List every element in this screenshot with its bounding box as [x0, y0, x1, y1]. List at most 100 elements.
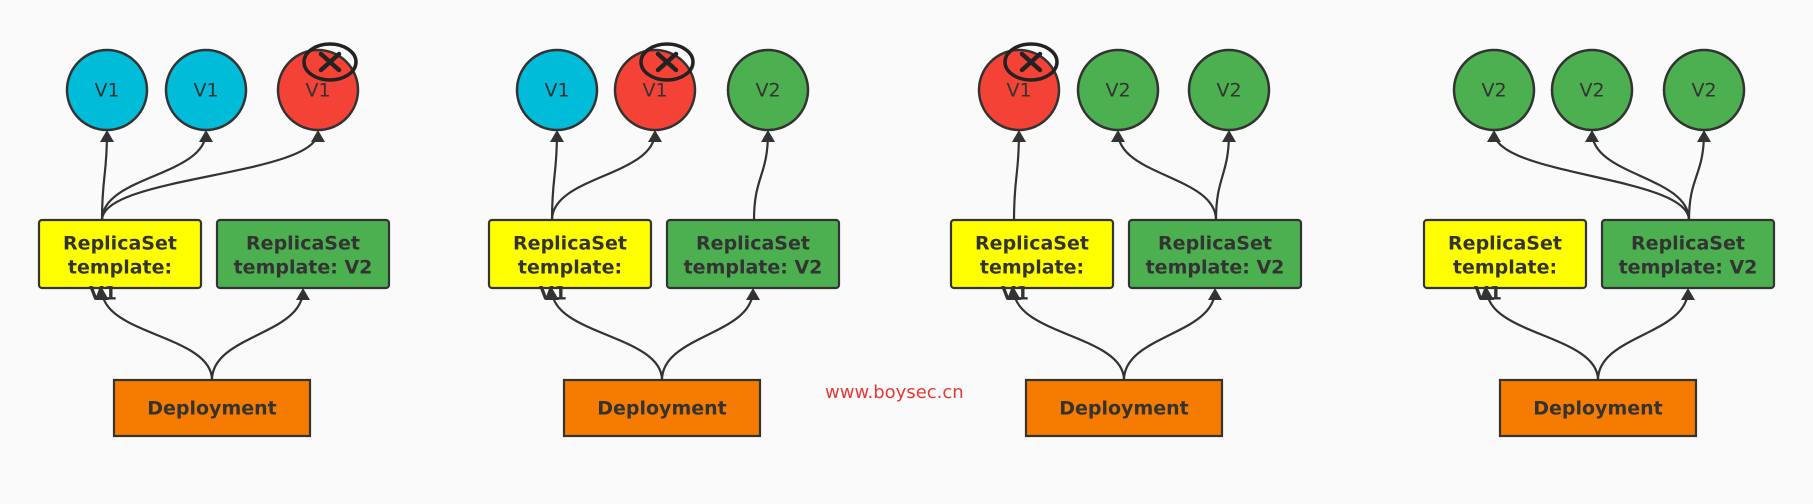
replicaset-title: ReplicaSet — [975, 233, 1089, 255]
pod-v2: V2 — [1452, 48, 1536, 132]
pod-label: V2 — [755, 80, 780, 102]
pod-v1-terminating: V1 — [613, 42, 697, 132]
replicaset-title: ReplicaSet — [1631, 233, 1745, 255]
edge-replicaset-to-pod — [549, 130, 564, 221]
edge-replicaset-to-pod — [752, 130, 775, 221]
pod-v2: V2 — [1076, 48, 1160, 132]
edge-deployment-to-replicaset-v2 — [1596, 288, 1695, 381]
pod-label: V1 — [544, 80, 569, 102]
pod-circle — [1452, 48, 1536, 132]
pod-label: V2 — [1105, 80, 1130, 102]
replicaset-template-label: template: V2 — [1619, 257, 1758, 279]
replicaset-template-label: template: V2 — [684, 257, 823, 279]
pod-v1: V1 — [515, 48, 599, 132]
edge-replicaset-to-pod — [1585, 130, 1691, 221]
pod-label: V1 — [1006, 80, 1031, 102]
pod-label: V2 — [1691, 80, 1716, 102]
edge-deployment-to-replicaset-v1 — [1007, 288, 1126, 381]
pod-circle — [1662, 48, 1746, 132]
pod-circle — [1076, 48, 1160, 132]
pod-circle — [1187, 48, 1271, 132]
pod-label: V1 — [305, 80, 330, 102]
pod-v2: V2 — [1662, 48, 1746, 132]
edge-replicaset-to-pod — [1487, 130, 1691, 221]
pod-v1-terminating: V1 — [276, 42, 360, 132]
pod-circle — [726, 48, 810, 132]
deployment-box: Deployment — [562, 378, 762, 438]
replicaset-template-version: V1 — [89, 283, 117, 305]
replicaset-title: ReplicaSet — [513, 233, 627, 255]
edge-deployment-to-replicaset-v1 — [545, 288, 664, 381]
pod-circle — [515, 48, 599, 132]
edge-replicaset-to-pod — [1687, 130, 1711, 221]
edge-deployment-to-replicaset-v1 — [1480, 288, 1600, 381]
pod-label: V2 — [1579, 80, 1604, 102]
replicaset-template-label: template: V2 — [234, 257, 373, 279]
pod-v1: V1 — [164, 48, 248, 132]
replicaset-template-label: template: — [1453, 257, 1557, 279]
edge-replicaset-to-pod — [550, 130, 662, 221]
pod-v2: V2 — [726, 48, 810, 132]
replicaset-template-label: template: V2 — [1146, 257, 1285, 279]
pod-circle — [164, 48, 248, 132]
pod-label: V1 — [94, 80, 119, 102]
terminate-x-icon — [639, 42, 695, 82]
edge-replicaset-to-pod — [99, 130, 114, 221]
pod-label: V2 — [1216, 80, 1241, 102]
deployment-label: Deployment — [597, 398, 727, 420]
edge-replicaset-to-pod — [1011, 130, 1026, 221]
pod-label: V1 — [642, 80, 667, 102]
terminate-x-icon — [302, 42, 358, 82]
pod-v2: V2 — [1550, 48, 1634, 132]
edge-replicaset-to-pod — [100, 130, 213, 221]
pod-v1-terminating: V1 — [977, 42, 1061, 132]
deployment-box: Deployment — [1498, 378, 1698, 438]
deployment-label: Deployment — [1059, 398, 1189, 420]
replicaset-title: ReplicaSet — [696, 233, 810, 255]
deployment-label: Deployment — [147, 398, 277, 420]
edge-deployment-to-replicaset-v2 — [660, 288, 760, 381]
replicaset-template-version: V1 — [539, 283, 567, 305]
pod-circle — [65, 48, 149, 132]
edge-deployment-to-replicaset-v2 — [1122, 288, 1222, 381]
edge-deployment-to-replicaset-v1 — [95, 288, 214, 381]
edge-replicaset-to-pod — [1214, 130, 1236, 221]
pod-label: V2 — [1481, 80, 1506, 102]
replicaset-title: ReplicaSet — [1448, 233, 1562, 255]
replicaset-template-version: V1 — [1474, 283, 1502, 305]
edge-deployment-to-replicaset-v2 — [210, 288, 310, 381]
pod-v1: V1 — [65, 48, 149, 132]
replicaset-template-label: template: — [68, 257, 172, 279]
terminate-x-icon — [1003, 42, 1059, 82]
pod-circle — [1550, 48, 1634, 132]
replicaset-template-label: template: — [518, 257, 622, 279]
edge-replicaset-to-pod — [1111, 130, 1218, 221]
pod-label: V1 — [193, 80, 218, 102]
pod-v2: V2 — [1187, 48, 1271, 132]
edges-layer — [95, 130, 1711, 381]
replicaset-template-label: template: — [980, 257, 1084, 279]
replicaset-title: ReplicaSet — [1158, 233, 1272, 255]
replicaset-title: ReplicaSet — [63, 233, 177, 255]
deployment-label: Deployment — [1533, 398, 1663, 420]
replicaset-template-version: V1 — [1001, 283, 1029, 305]
replicaset-title: ReplicaSet — [246, 233, 360, 255]
deployment-box: Deployment — [112, 378, 312, 438]
deployment-box: Deployment — [1024, 378, 1224, 438]
edge-replicaset-to-pod — [100, 130, 325, 221]
